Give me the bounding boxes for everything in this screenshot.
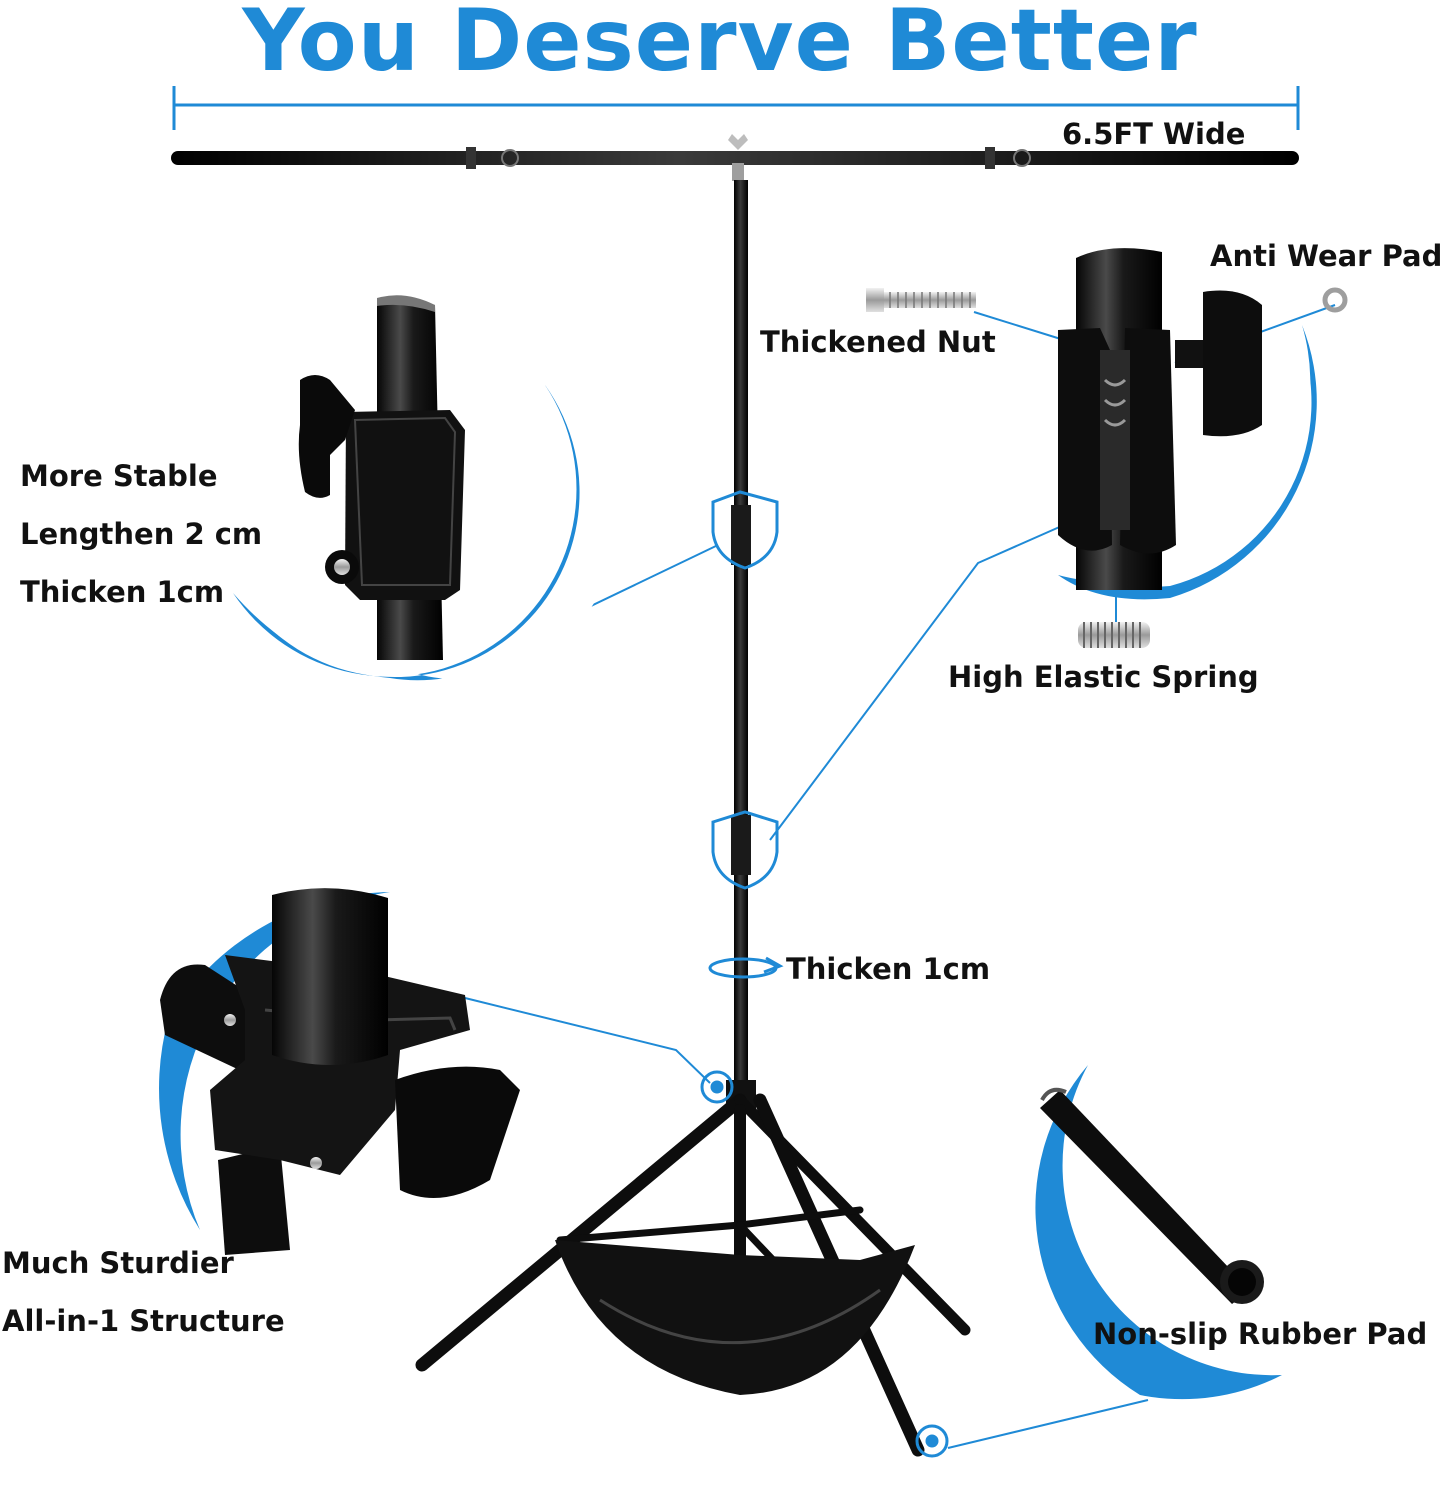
clamp-detail-right <box>866 248 1348 648</box>
lengthen-label: Lengthen 2 cm <box>20 517 263 551</box>
ring-marker-icon <box>700 1070 734 1104</box>
clamp-detail-left <box>233 295 618 681</box>
much-sturdier-label: Much Sturdier <box>2 1246 234 1280</box>
washer-icon <box>1322 287 1348 313</box>
sandbag-pouch <box>555 1240 915 1395</box>
center-pole <box>726 180 756 1110</box>
spring-icon <box>1078 622 1150 648</box>
crossbar <box>171 134 1299 181</box>
shield-icon <box>711 490 779 570</box>
anti-wear-pad-label: Anti Wear Pad <box>1210 239 1440 273</box>
thicken-pole-label: Thicken 1cm <box>786 952 991 986</box>
thickened-nut-label: Thickened Nut <box>760 325 996 359</box>
thicken-left-label: Thicken 1cm <box>20 575 225 609</box>
foot-detail-right <box>1035 1065 1282 1400</box>
bolt-icon <box>334 559 350 575</box>
ring-marker-icon <box>915 1424 949 1458</box>
non-slip-pad-label: Non-slip Rubber Pad <box>1093 1317 1428 1351</box>
bolt-icon <box>224 1014 236 1026</box>
width-dimension-line <box>172 86 1300 130</box>
width-label: 6.5FT Wide <box>1062 117 1246 151</box>
more-stable-label: More Stable <box>20 459 218 493</box>
wing-knob-icon <box>728 134 748 150</box>
rotate-arrow-icon <box>708 956 784 979</box>
shield-icon <box>711 810 779 890</box>
all-in-1-label: All-in-1 Structure <box>2 1304 285 1338</box>
bolt-icon <box>866 288 976 312</box>
headline: You Deserve Better <box>242 0 1198 91</box>
high-elastic-spring-label: High Elastic Spring <box>948 660 1259 694</box>
bolt-icon <box>310 1157 322 1169</box>
base-detail-left <box>159 888 520 1255</box>
